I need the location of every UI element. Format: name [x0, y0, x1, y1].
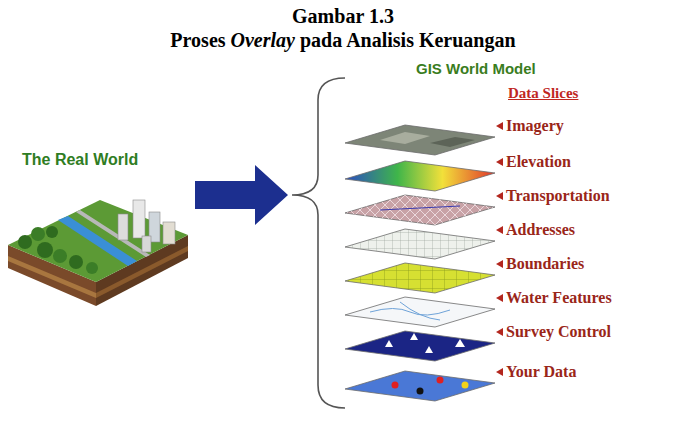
water-layer [345, 297, 495, 327]
road-line [380, 206, 460, 210]
pointer [496, 260, 503, 268]
real-world-illustration [8, 200, 188, 306]
tree [69, 255, 83, 269]
data-point [462, 382, 469, 389]
layer-label: Transportation [506, 186, 610, 205]
pointer [496, 368, 503, 376]
slices-heading: Data Slices [508, 84, 578, 102]
survey-point [425, 346, 433, 353]
tree [86, 262, 98, 274]
data-point [417, 388, 424, 395]
water-lines [370, 302, 450, 320]
layer-label: Survey Control [506, 322, 611, 341]
boundaries-layer [345, 263, 495, 293]
pointer [496, 122, 503, 130]
boundary-lines [345, 263, 495, 293]
tree [31, 227, 45, 241]
layer-label: Water Features [506, 288, 612, 307]
layer-label: Addresses [506, 220, 575, 239]
real-world-label: The Real World [22, 150, 138, 169]
layer-label: Elevation [506, 152, 571, 171]
imagery-layer [345, 125, 495, 155]
pointer [496, 158, 503, 166]
tree [53, 249, 67, 263]
survey-point [385, 340, 393, 347]
imagery-detail [380, 132, 430, 144]
tree [46, 226, 58, 238]
building [118, 214, 128, 240]
figure-number: Gambar 1.3 [0, 4, 686, 28]
addresses-layer [345, 229, 495, 259]
building [133, 200, 145, 238]
road-network [345, 195, 495, 225]
data-point [392, 382, 399, 389]
tree [18, 235, 32, 249]
figure-title: Proses Overlay pada Analisis Keruangan [0, 28, 686, 52]
pointer [496, 226, 503, 234]
pointer-group [496, 122, 503, 376]
tree [37, 242, 53, 258]
elevation-layer [345, 161, 495, 191]
survey-point [455, 339, 465, 347]
layer-label: Your Data [506, 362, 576, 381]
building [163, 222, 175, 244]
survey-layer [345, 331, 495, 361]
pointer [496, 328, 503, 336]
layer-label: Boundaries [506, 254, 584, 273]
layer-label: Imagery [506, 116, 564, 135]
survey-point [410, 333, 418, 340]
pointer [496, 192, 503, 200]
transportation-layer [345, 195, 495, 225]
flow-arrow [195, 165, 288, 225]
your-data-layer [345, 371, 495, 401]
address-grid [345, 229, 495, 259]
brace [292, 78, 345, 408]
model-label: GIS World Model [416, 60, 536, 78]
pointer [496, 294, 503, 302]
building [142, 236, 151, 252]
imagery-detail [430, 137, 475, 147]
terrain-top [8, 200, 188, 282]
data-point [437, 377, 444, 384]
layer-stack [345, 125, 495, 401]
